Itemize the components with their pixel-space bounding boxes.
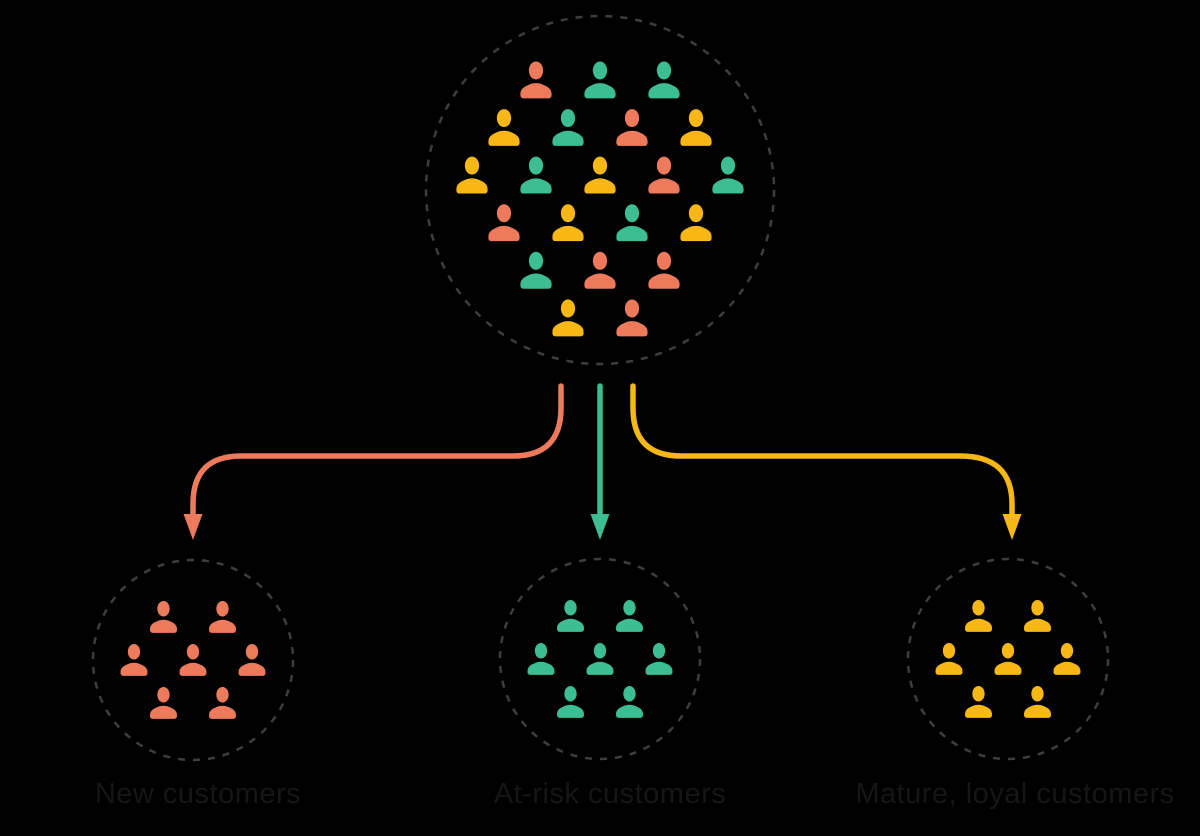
person-icon bbox=[120, 644, 148, 676]
person-icon bbox=[552, 204, 584, 242]
person-icon bbox=[935, 643, 963, 675]
person-icon bbox=[994, 643, 1022, 675]
person-icon bbox=[584, 156, 616, 194]
person-icon bbox=[965, 600, 992, 632]
person-icon bbox=[1053, 643, 1081, 675]
person-icon bbox=[150, 687, 177, 719]
person-icon bbox=[557, 686, 584, 718]
person-icon bbox=[616, 600, 643, 632]
person-icon bbox=[552, 299, 584, 337]
at-risk-customers-circle bbox=[498, 557, 702, 761]
person-icon bbox=[680, 109, 712, 146]
person-icon bbox=[586, 643, 614, 675]
person-icon bbox=[584, 251, 616, 289]
person-icon bbox=[648, 61, 680, 99]
person-icon bbox=[1024, 686, 1051, 718]
label-at-risk-customers: At-risk customers bbox=[493, 778, 727, 810]
person-icon bbox=[520, 251, 552, 289]
person-icon bbox=[209, 687, 236, 719]
person-icon bbox=[150, 601, 177, 633]
arrowhead-loyal-customers-icon bbox=[1002, 514, 1022, 540]
arrowhead-new-customers-icon bbox=[183, 514, 203, 540]
person-icon bbox=[552, 109, 584, 146]
person-icon bbox=[527, 643, 555, 675]
arrow-to-loyal-customers bbox=[630, 383, 1015, 519]
person-icon bbox=[584, 61, 616, 99]
label-new-customers: New customers bbox=[94, 778, 302, 810]
person-icon bbox=[488, 204, 520, 242]
person-icon bbox=[648, 251, 680, 289]
arrowhead-at-risk-customers-icon bbox=[590, 514, 610, 540]
person-icon bbox=[238, 644, 266, 676]
person-icon bbox=[520, 156, 552, 194]
person-icon bbox=[520, 61, 552, 99]
person-icon bbox=[680, 204, 712, 242]
loyal-customers-circle bbox=[906, 557, 1110, 761]
person-icon bbox=[648, 156, 680, 194]
person-icon bbox=[488, 109, 520, 146]
new-customers-circle bbox=[91, 558, 295, 762]
person-icon bbox=[645, 643, 673, 675]
label-mature-loyal-customers: Mature, loyal customers bbox=[855, 778, 1175, 810]
new-customers-icons bbox=[120, 601, 266, 719]
person-icon bbox=[712, 156, 744, 194]
person-icon bbox=[616, 686, 643, 718]
person-icon bbox=[1024, 600, 1051, 632]
person-icon bbox=[456, 156, 488, 194]
person-icon bbox=[616, 109, 648, 146]
all-customers-circle bbox=[424, 14, 776, 366]
loyal-customers-icons bbox=[935, 600, 1081, 718]
person-icon bbox=[209, 601, 236, 633]
arrow-to-new-customers bbox=[190, 383, 564, 519]
person-icon bbox=[616, 299, 648, 337]
person-icon bbox=[557, 600, 584, 632]
all-customers-icons bbox=[456, 61, 744, 337]
at-risk-customers-icons bbox=[527, 600, 673, 718]
person-icon bbox=[179, 644, 207, 676]
person-icon bbox=[965, 686, 992, 718]
person-icon bbox=[616, 204, 648, 242]
